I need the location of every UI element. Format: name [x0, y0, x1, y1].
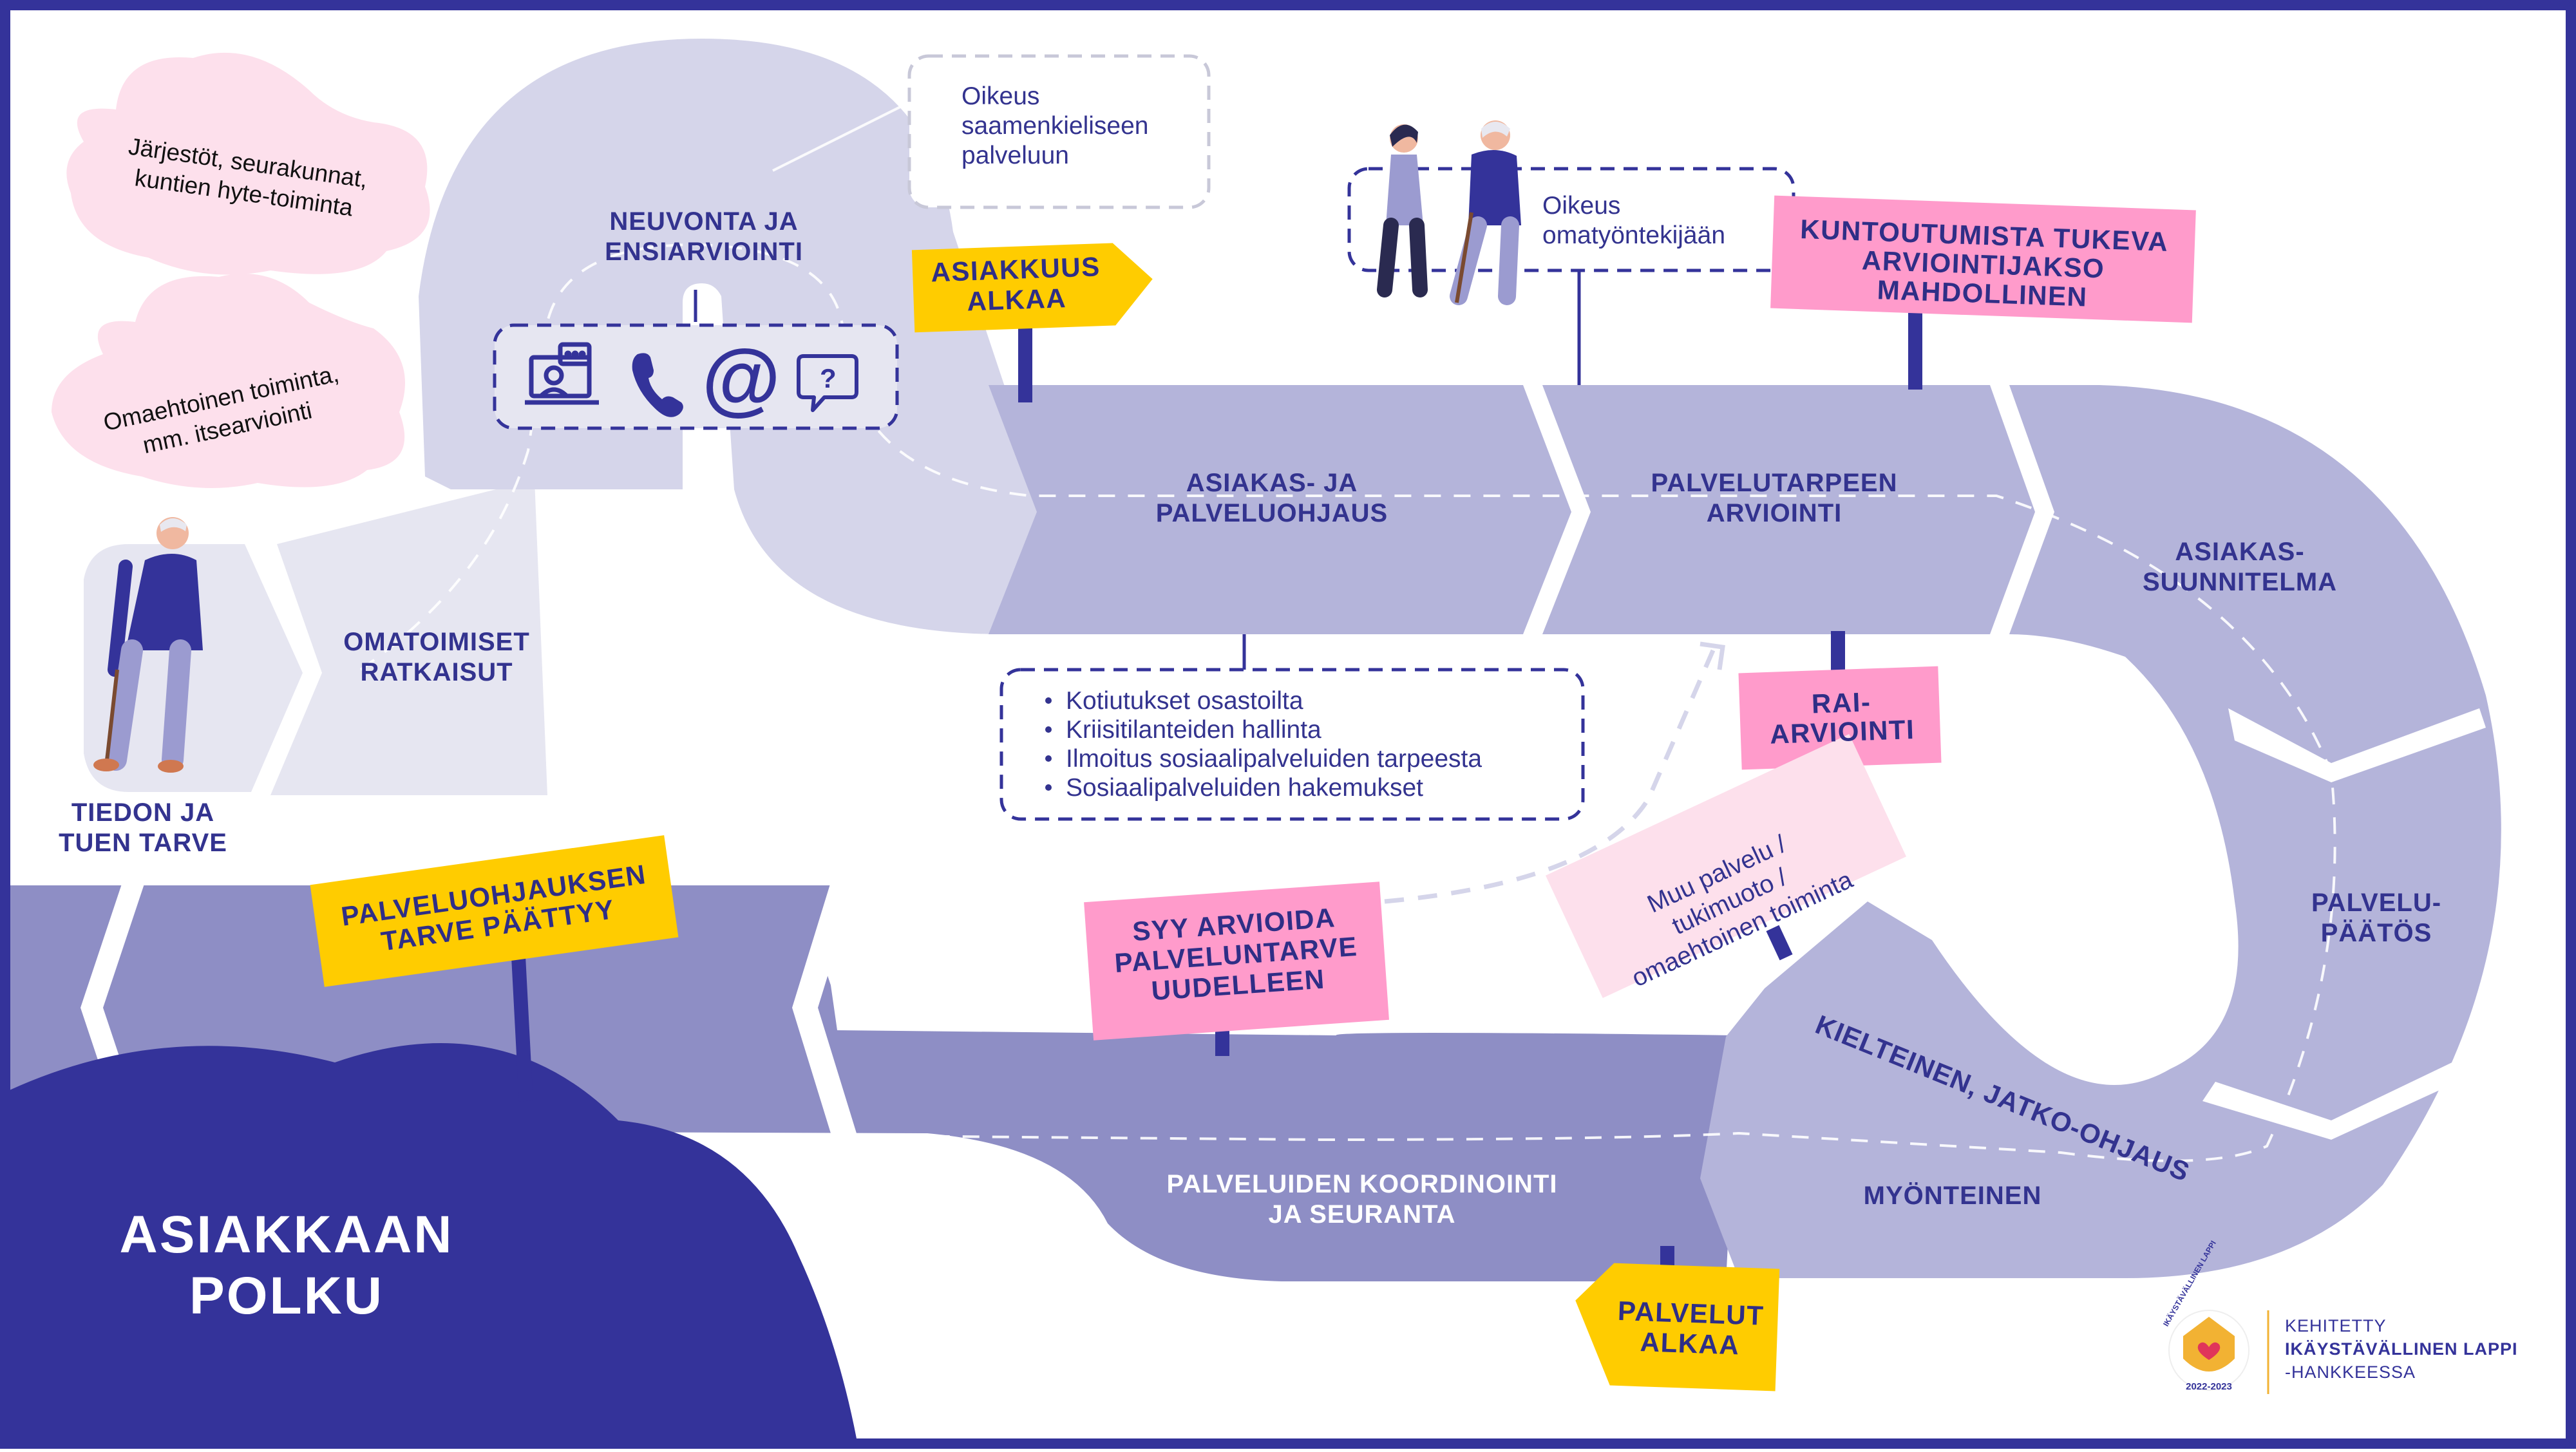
elderly-man-with-cane-illustration	[1450, 120, 1521, 305]
step-paatos: PALVELU-	[2311, 889, 2441, 917]
sign-line: ALKAA	[967, 283, 1067, 316]
elderly-man-illustration	[93, 517, 203, 773]
step-koordinointi: PALVELUIDEN KOORDINOINTI	[1167, 1170, 1558, 1198]
sign-palvelut-alkaa	[1575, 1263, 1780, 1391]
note-saame: Oikeus	[961, 82, 1039, 110]
sign-line: RAI-	[1811, 686, 1871, 719]
path-bottom-strip	[0, 885, 1739, 1281]
step-palvelutarve: ARVIOINTI	[1707, 499, 1842, 527]
note-omatyontekija: Oikeus	[1542, 192, 1620, 220]
sign-post	[1018, 325, 1032, 402]
step-paatos: PÄÄTÖS	[2321, 918, 2432, 947]
sign-line: ARVIOINTI	[1769, 714, 1915, 750]
sign-post	[511, 952, 533, 1102]
dashed-arrow-head	[1700, 641, 1725, 670]
video-chat-icon	[525, 342, 599, 405]
sign-post	[1831, 631, 1845, 673]
title-blob	[0, 1043, 857, 1438]
path-omatoimiset-area	[270, 480, 547, 795]
step-omatoimiset: RATKAISUT	[360, 658, 513, 686]
path-right-loop	[1700, 385, 2501, 1278]
sign-line: ASIAKKUUS	[931, 251, 1101, 287]
step-neuvonta: NEUVONTA JA	[609, 207, 798, 236]
step-suunnitelma: ASIAKAS-	[2175, 538, 2304, 566]
path-separator	[792, 882, 857, 1133]
sign-line: PALVELUT	[1617, 1296, 1765, 1331]
note-saame: palveluun	[961, 142, 1069, 169]
sign-kuntoutus	[1770, 195, 2196, 323]
step-myonteinen: MYÖNTEINEN	[1864, 1181, 2042, 1210]
phone-icon	[632, 353, 683, 417]
step-palvelutarve: PALVELUTARPEEN	[1651, 469, 1898, 497]
step-neuvonta: ENSIARVIOINTI	[605, 238, 803, 266]
sign-paattyy	[310, 835, 679, 987]
bullet-list: Kotiutukset osastoilta Kriisitilanteiden…	[1045, 687, 1482, 802]
cloud-jarjestot	[66, 52, 430, 275]
step-asiakasohjaus: PALVELUOHJAUS	[1156, 499, 1388, 527]
sign-syy-text: SYY ARVIOIDA PALVELUNTARVE UUDELLEEN	[1113, 902, 1358, 1006]
start-label: TUEN TARVE	[59, 829, 227, 857]
sign-line: ALKAA	[1640, 1326, 1740, 1360]
path-separator	[2202, 1043, 2492, 1140]
bullet-item: Ilmoitus sosiaalipalveluiden tarpeesta	[1066, 745, 1482, 773]
note-omatyontekija: omatyöntekijään	[1542, 222, 1725, 249]
step-koordinointi: JA SEURANTA	[1268, 1200, 1455, 1229]
sign-line: MAHDOLLINEN	[1877, 274, 2088, 312]
connector-line	[772, 102, 909, 172]
sign-post	[1908, 309, 1922, 390]
sign-asiakkuus-text: ASIAKKUUS ALKAA	[931, 251, 1101, 316]
logo-badge	[2168, 1310, 2249, 1391]
page-title: ASIAKKAAN	[120, 1205, 454, 1264]
path-palvelutarve-chevron	[1542, 385, 2035, 634]
caregiver-illustration	[1377, 124, 1428, 297]
at-sign-icon: @	[702, 334, 781, 423]
start-label: TIEDON JA	[71, 798, 214, 827]
note-box-saame	[907, 54, 1211, 209]
sign-syy	[1084, 882, 1389, 1041]
bullet-list-box	[999, 668, 1585, 821]
sign-post	[1215, 1024, 1229, 1056]
step-asiakasohjaus: ASIAKAS- JA	[1186, 469, 1358, 497]
svg-text:?: ?	[820, 363, 837, 393]
logo-years: 2022-2023	[2186, 1381, 2232, 1392]
sign-asiakkuus-alkaa	[911, 243, 1153, 333]
sign-palvelut-text: PALVELUT ALKAA	[1617, 1296, 1765, 1361]
step-omatoimiset: OMATOIMISET	[343, 628, 530, 656]
sign-rai	[1738, 666, 1942, 770]
contact-methods-box	[493, 323, 899, 430]
path-dashed-guide	[212, 243, 2336, 1162]
svg-text:@: @	[702, 334, 781, 423]
question-bubble-icon: ?	[797, 354, 858, 412]
bullet-item: Sosiaalipalveluiden hakemukset	[1066, 774, 1423, 802]
dashed-arrow-line	[1384, 649, 1716, 904]
sign-post	[1766, 925, 1793, 961]
logo-line: KEHITETTY	[2285, 1316, 2387, 1335]
note-saame: saamenkieliseen	[961, 112, 1149, 140]
path-asiakasohjaus-chevron	[989, 385, 1571, 634]
path-separator	[2228, 708, 2486, 782]
sign-muu	[1545, 733, 1907, 999]
page-title: POLKU	[189, 1267, 384, 1325]
step-suunnitelma: SUUNNITELMA	[2143, 568, 2337, 596]
sign-rai-text: RAI- ARVIOINTI	[1769, 686, 1915, 750]
bullet-item: Kotiutukset osastoilta	[1066, 687, 1303, 715]
logo-line: -HANKKEESSA	[2285, 1362, 2416, 1382]
cloud-omaehtoinen	[52, 274, 405, 488]
bullet-item: Kriisitilanteiden hallinta	[1066, 716, 1321, 744]
logo-line: IKÄYSTÄVÄLLINEN LAPPI	[2285, 1339, 2518, 1359]
